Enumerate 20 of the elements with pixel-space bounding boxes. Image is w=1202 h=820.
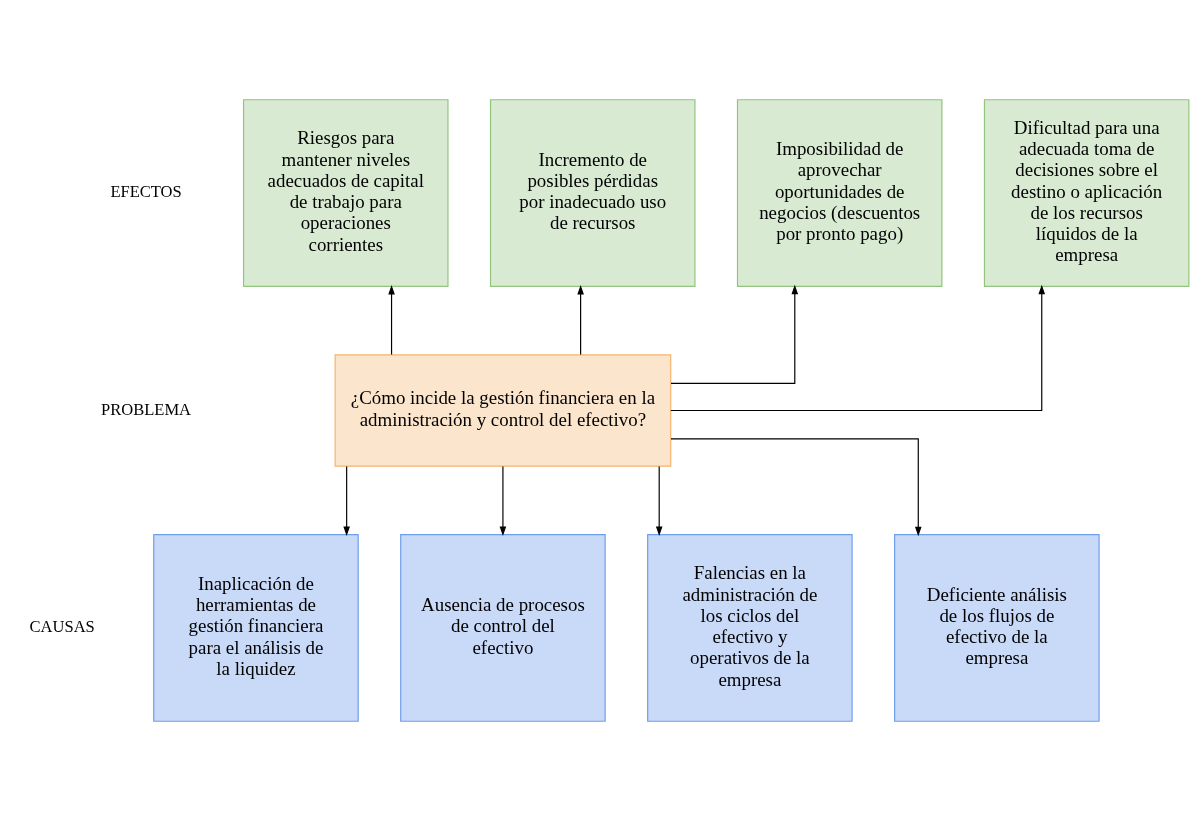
node-box: Imposibilidad de aprovechar oportunidades de negocios (descuentos por pronto pago) — [736, 98, 943, 287]
node-box: Dificultad para una adecuada toma de decisiones sobre el destino o aplicación de los recursos líquidos de la empresa — [983, 98, 1190, 287]
node-box: Incremento de posibles pérdidas por inadecuado uso de recursos — [489, 98, 696, 287]
arrow — [670, 284, 1046, 411]
arrow — [343, 465, 350, 536]
node-box: Falencias en la administración de los ciclos del efectivo y operativos de la empresa — [647, 533, 853, 722]
node-box: Inaplicación de herramientas de gestión financiera para el análisis de la liquidez — [153, 533, 359, 722]
arrow — [655, 465, 663, 536]
arrow — [670, 284, 799, 384]
label: EFECTOS — [110, 181, 182, 201]
arrow — [499, 465, 507, 536]
label: PROBLEMA — [101, 399, 192, 419]
label: CAUSAS — [29, 616, 95, 636]
node-box: Deficiente análisis de los flujos de efectivo de la empresa — [894, 533, 1100, 722]
arrow — [670, 437, 922, 536]
node-box: Ausencia de procesos de control del efectivo — [400, 533, 606, 722]
node-box: Riesgos para mantener niveles adecuados de capital de trabajo para operaciones corrientes — [242, 98, 449, 287]
node-box: ¿Cómo incide la gestión financiera en la administración y control del efectivo? — [334, 353, 672, 467]
arrow — [388, 284, 395, 355]
arrow — [577, 284, 584, 355]
